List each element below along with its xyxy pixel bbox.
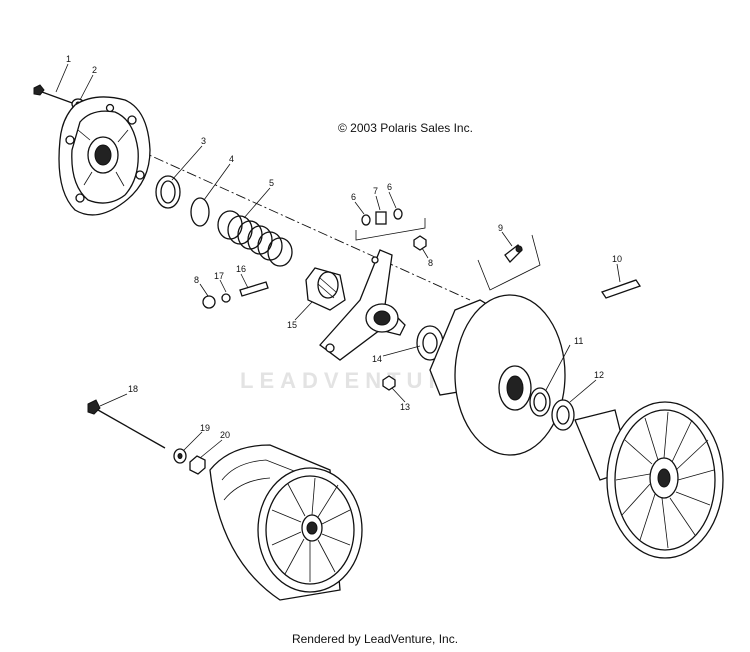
callout-6b: 6 <box>387 182 392 192</box>
assembled-clutch <box>209 444 363 601</box>
callout-18: 18 <box>128 384 138 394</box>
callout-8a: 8 <box>428 258 433 268</box>
part-10-pin <box>600 279 642 299</box>
callout-2: 2 <box>92 65 97 75</box>
copyright-text: © 2003 Polaris Sales Inc. <box>338 121 473 135</box>
callout-17: 17 <box>214 271 224 281</box>
callout-9: 9 <box>498 223 503 233</box>
part-15-cam <box>305 267 346 311</box>
callout-19: 19 <box>200 423 210 433</box>
part-3-bushing <box>155 175 181 209</box>
part-6-7-bushings <box>355 208 426 241</box>
callout-11: 11 <box>574 336 583 346</box>
part-20-nut <box>189 455 206 475</box>
part-fixed-sheave <box>429 294 566 456</box>
part-4-ring <box>190 197 210 227</box>
part-12-bushing <box>551 399 575 431</box>
callout-13: 13 <box>400 402 410 412</box>
callout-1: 1 <box>66 54 71 64</box>
callout-16: 16 <box>236 264 246 274</box>
part-8-nut-right <box>413 235 427 251</box>
callout-labels: 1 2 3 4 5 6 7 6 8 8 17 16 15 9 10 14 11 … <box>66 54 622 440</box>
callout-6a: 6 <box>351 192 356 202</box>
part-11-bushing <box>529 387 551 417</box>
callout-10: 10 <box>612 254 622 264</box>
leader-lines <box>55 63 621 459</box>
watermark-text: LEADVENTURE <box>240 368 472 393</box>
part-arm-bracket <box>319 249 406 361</box>
part-9-weight <box>477 234 541 291</box>
callout-15: 15 <box>287 320 297 330</box>
callout-7: 7 <box>373 186 378 196</box>
callout-3: 3 <box>201 136 206 146</box>
part-cover-plate <box>58 96 151 216</box>
callout-5: 5 <box>269 178 274 188</box>
callout-12: 12 <box>594 370 604 380</box>
part-13-nut <box>382 375 396 391</box>
callout-4: 4 <box>229 154 234 164</box>
part-18-bolt <box>87 399 166 449</box>
part-moveable-sheave <box>574 401 724 559</box>
part-1-bolt <box>33 84 76 105</box>
part-5-spring <box>217 210 293 267</box>
callout-20: 20 <box>220 430 230 440</box>
callout-14: 14 <box>372 354 382 364</box>
axis-line <box>104 134 471 301</box>
footer-text: Rendered by LeadVenture, Inc. <box>291 632 459 646</box>
part-19-washer <box>173 448 187 464</box>
callout-8b: 8 <box>194 275 199 285</box>
part-8-17-16-pin <box>202 281 269 309</box>
